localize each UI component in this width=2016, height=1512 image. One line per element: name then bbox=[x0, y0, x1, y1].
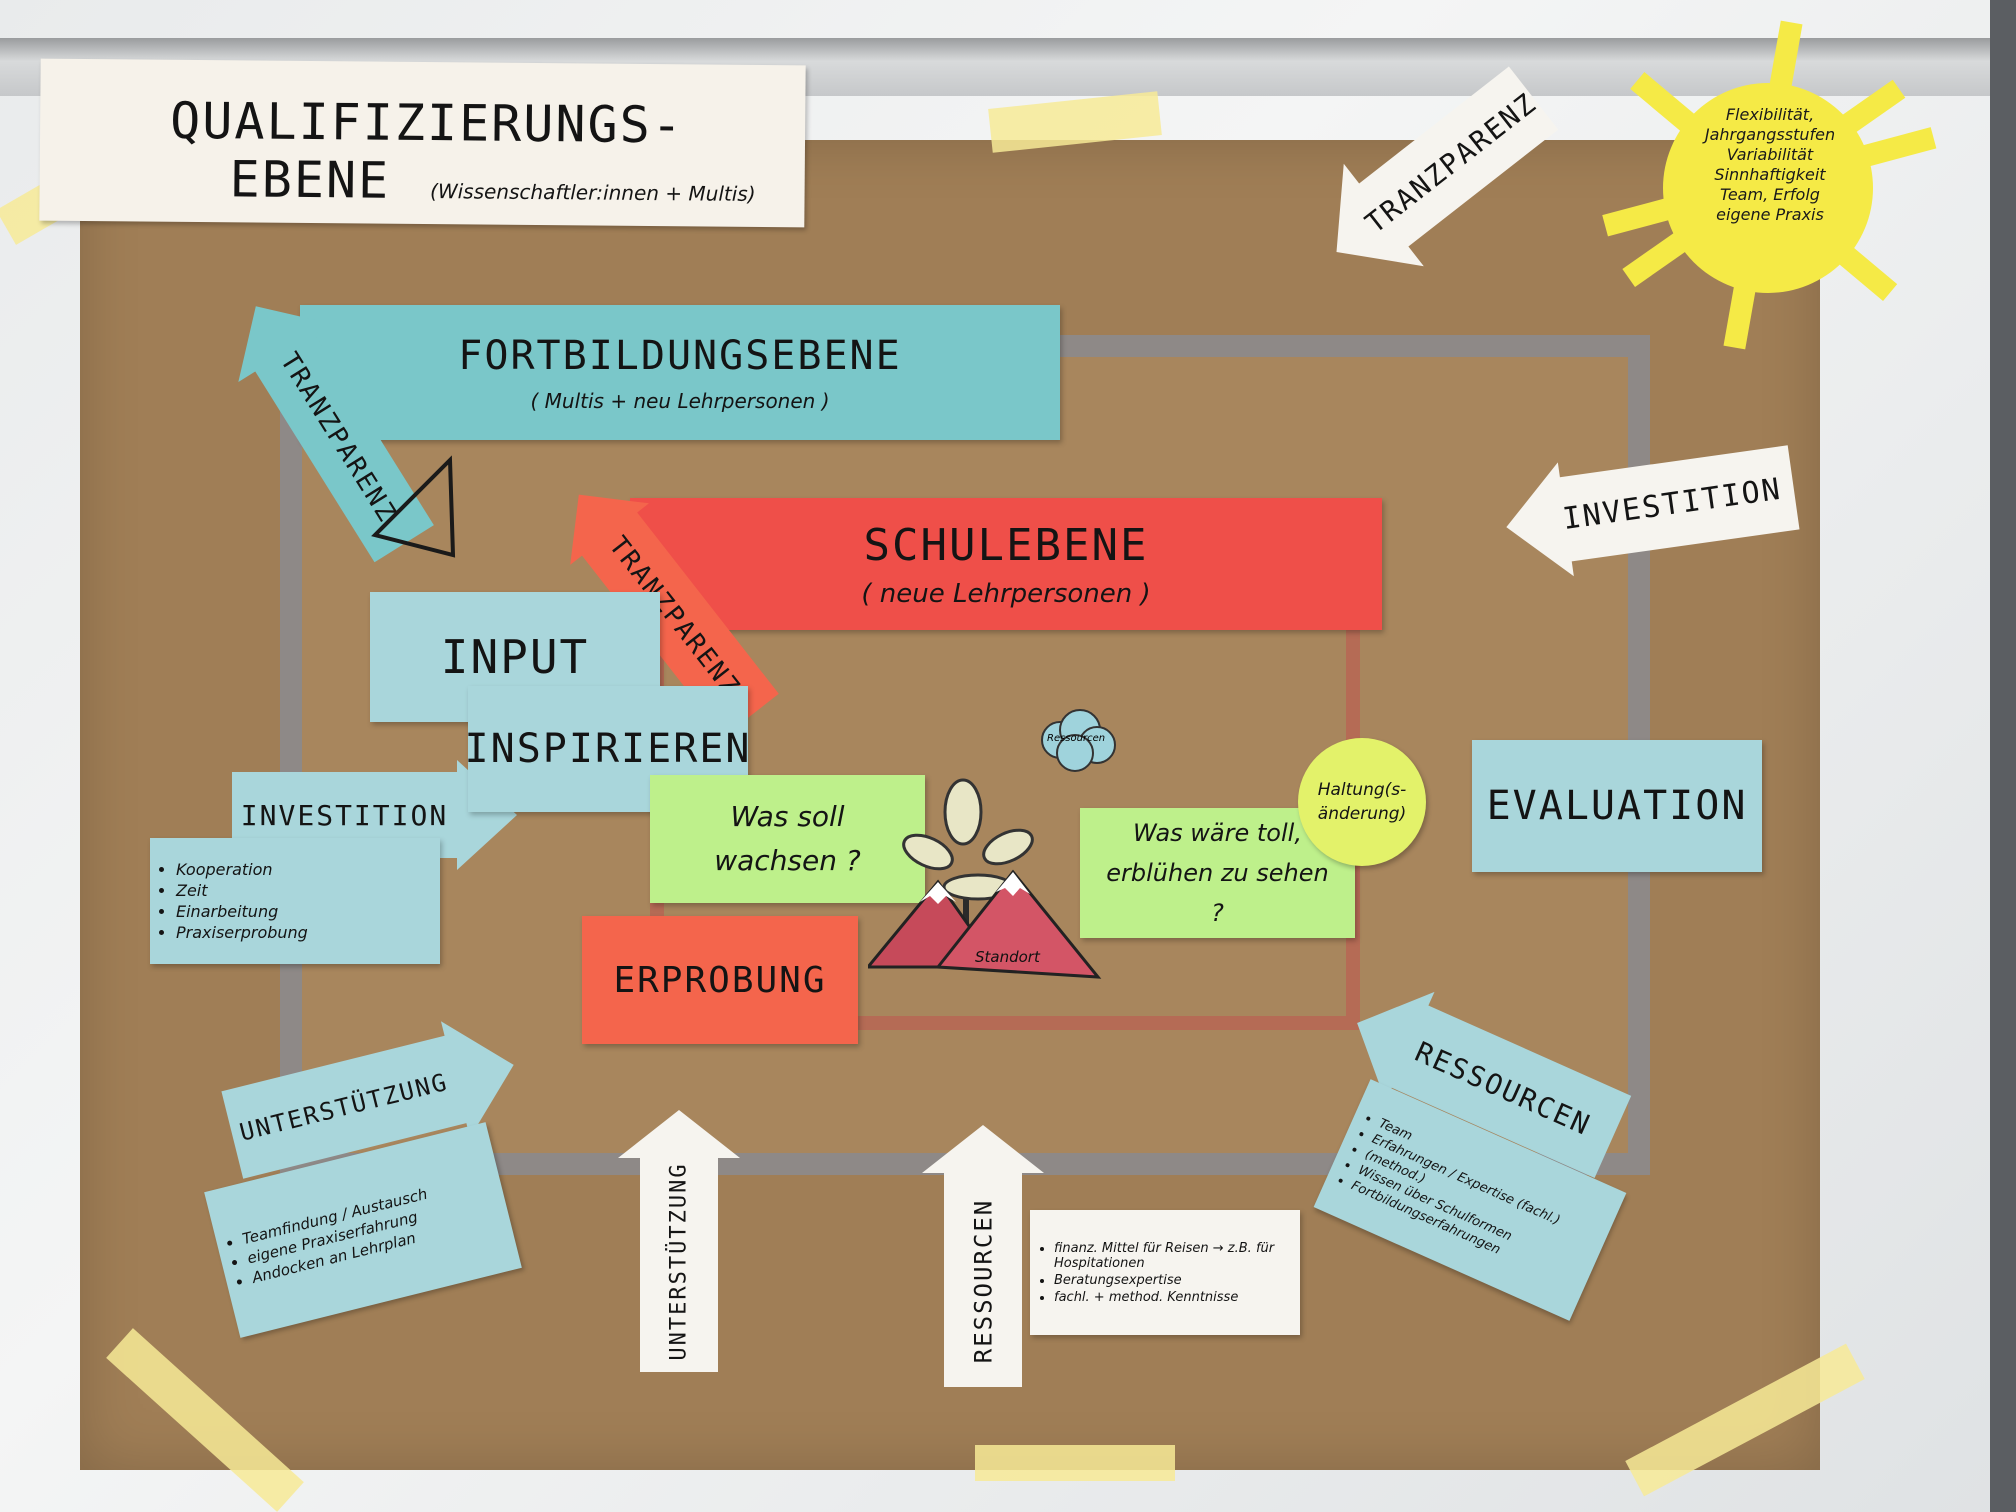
triangle-drawing bbox=[371, 455, 456, 558]
resources-label: RESSOURCEN bbox=[969, 1198, 997, 1364]
list-item: Kooperation bbox=[176, 860, 308, 879]
inspire-label: INSPIRIEREN bbox=[464, 726, 752, 772]
transparency-arrow-left: TRANZPARENZ bbox=[209, 277, 451, 573]
attitude-circle-note: Haltung(s-änderung) bbox=[1298, 738, 1426, 866]
list-item: finanz. Mittel für Reisen → z.B. für Hos… bbox=[1054, 1241, 1300, 1271]
board-edge bbox=[1990, 0, 2016, 1512]
support-label: UNTERSTÜTZUNG bbox=[666, 1161, 692, 1361]
grow-question: Was soll wachsen ? bbox=[714, 800, 861, 877]
sun-item: Variabilität bbox=[1726, 145, 1814, 164]
training-subtitle: ( Multis + neu Lehrpersonen ) bbox=[530, 388, 830, 413]
support-arrow-bottom: UNTERSTÜTZUNG bbox=[618, 1110, 740, 1372]
trying-label: ERPROBUNG bbox=[613, 959, 827, 1001]
sun-note: Flexibilität, Jahrgangsstufen Variabilit… bbox=[1600, 20, 1940, 350]
qualification-title-line1: QUALIFIZIERUNGS- bbox=[169, 91, 685, 155]
school-level-banner: SCHULEBENE ( neue Lehrpersonen ) bbox=[630, 498, 1382, 630]
evaluation-note: EVALUATION bbox=[1472, 740, 1762, 872]
arrow-shape bbox=[570, 494, 779, 737]
list-item: Praxiserprobung bbox=[176, 923, 308, 942]
qualification-level-card: QUALIFIZIERUNGS- EBENE (Wissenschaftler:… bbox=[39, 58, 806, 228]
tape-bottom-center bbox=[975, 1445, 1175, 1481]
school-title: SCHULEBENE bbox=[863, 519, 1149, 571]
sun-item: Sinnhaftigkeit bbox=[1714, 165, 1826, 184]
sun-item: Team, Erfolg bbox=[1720, 185, 1820, 204]
list-item: Beratungsexpertise bbox=[1054, 1273, 1300, 1288]
arrow-shape bbox=[1336, 66, 1559, 267]
input-label: INPUT bbox=[440, 630, 590, 684]
cloud-label: Ressourcen bbox=[1047, 733, 1106, 744]
arrow-shape bbox=[238, 306, 434, 563]
list-item: Einarbeitung bbox=[176, 902, 308, 921]
investment-label: INVESTITION bbox=[240, 798, 449, 832]
sun-item: Jahrgangsstufen bbox=[1704, 125, 1836, 144]
training-title: FORTBILDUNGSEBENE bbox=[458, 332, 902, 379]
arrow-shape bbox=[922, 1125, 1044, 1387]
transparency-arrow-center: TRANZPARENZ bbox=[539, 464, 790, 746]
site-label: Standort bbox=[975, 948, 1040, 966]
qualification-title-line2: EBENE bbox=[229, 150, 391, 210]
sun-rays-icon bbox=[1602, 20, 1937, 350]
arrow-shape bbox=[221, 1021, 514, 1179]
school-subtitle: ( neue Lehrpersonen ) bbox=[861, 578, 1151, 609]
support-arrow-left: UNTERSTÜTZUNG bbox=[218, 1007, 528, 1194]
qualification-subtitle: (Wissenschaftler:innen + Multis) bbox=[429, 179, 756, 206]
sun-item: Flexibilität, bbox=[1725, 105, 1815, 124]
cloud-icon bbox=[1041, 709, 1116, 772]
arrow-shape bbox=[618, 1110, 740, 1372]
resources-list: finanz. Mittel für Reisen → z.B. für Hos… bbox=[1036, 1239, 1300, 1307]
resources-arrow-bottom: RESSOURCEN bbox=[922, 1125, 1044, 1387]
grow-question-note: Was soll wachsen ? bbox=[650, 775, 925, 903]
training-level-banner: FORTBILDUNGSEBENE ( Multis + neu Lehrper… bbox=[300, 305, 1060, 440]
inspire-note: INSPIRIEREN bbox=[465, 686, 749, 812]
list-item: fachl. + method. Kenntnisse bbox=[1054, 1290, 1300, 1305]
resources-arrow-right: RESSOURCEN bbox=[1333, 968, 1638, 1192]
arrow-shape bbox=[1357, 991, 1632, 1179]
support-list: Teamfindung / Austausch eigene Praxiserf… bbox=[223, 1183, 440, 1293]
sun-text: Flexibilität, Jahrgangsstufen Variabilit… bbox=[1680, 105, 1860, 225]
cloud-note: Ressourcen bbox=[1035, 705, 1120, 775]
attitude-label: Haltung(s-änderung) bbox=[1317, 780, 1407, 824]
trying-note: ERPROBUNG bbox=[582, 916, 858, 1044]
evaluation-label: EVALUATION bbox=[1486, 783, 1748, 829]
arrow-shape bbox=[1506, 445, 1800, 577]
plant-mountain-illustration bbox=[868, 778, 1102, 979]
bloom-question: Was wäre toll, erblühen zu sehen ? bbox=[1106, 819, 1329, 927]
list-item: Zeit bbox=[176, 881, 308, 900]
transparency-arrow-top-right: TRANZPARENZ bbox=[1296, 47, 1573, 303]
investment-list-note: Kooperation Zeit Einarbeitung Praxiserpr… bbox=[150, 838, 440, 964]
investment-list: Kooperation Zeit Einarbeitung Praxiserpr… bbox=[158, 858, 308, 944]
sun-item: eigene Praxis bbox=[1716, 205, 1824, 224]
investment-arrow-right: INVESTITION bbox=[1498, 430, 1801, 584]
resources-list-note: finanz. Mittel für Reisen → z.B. für Hos… bbox=[1030, 1210, 1300, 1335]
